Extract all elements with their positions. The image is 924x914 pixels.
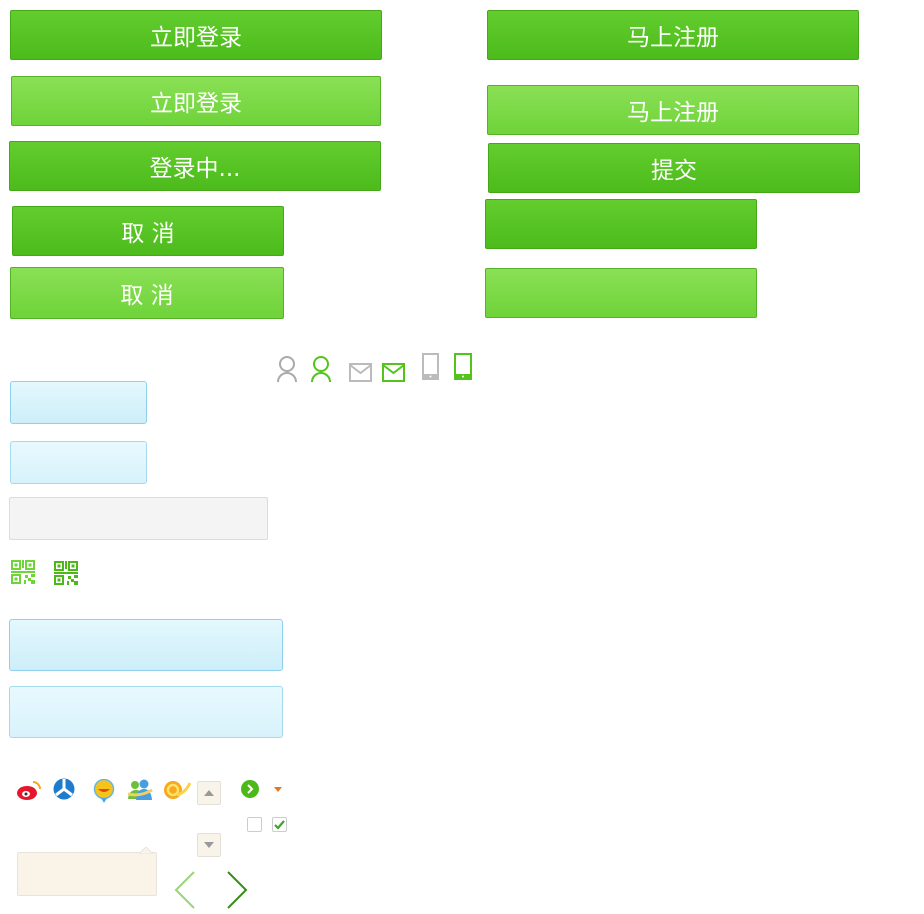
blank-button[interactable] [485, 199, 757, 249]
qq-icon[interactable] [93, 779, 115, 804]
netease-icon[interactable] [163, 779, 191, 801]
check-icon [274, 819, 285, 830]
mail-icon-green [382, 363, 405, 382]
renren-icon[interactable] [127, 779, 153, 801]
input-hover[interactable] [10, 441, 147, 484]
triangle-down-icon [204, 842, 214, 848]
tencent-weibo-icon[interactable] [53, 778, 75, 800]
triangle-up-icon [204, 790, 214, 796]
tooltip-arrow-icon [139, 847, 153, 854]
blank-button-hover[interactable] [485, 268, 757, 318]
login-button-hover[interactable]: 立即登录 [11, 76, 381, 126]
logging-in-button[interactable]: 登录中... [9, 141, 381, 191]
phone-icon-gray [422, 353, 439, 380]
large-input-hover[interactable] [9, 686, 283, 738]
qr-code-icon-light [11, 560, 35, 584]
tooltip-box [17, 852, 157, 896]
input-disabled[interactable] [9, 497, 268, 540]
checkbox-checked[interactable] [272, 817, 287, 832]
checkbox-unchecked[interactable] [247, 817, 262, 832]
input-focused[interactable] [10, 381, 147, 424]
mail-icon-gray [349, 363, 372, 382]
register-button[interactable]: 马上注册 [487, 10, 859, 60]
submit-button[interactable]: 提交 [488, 143, 860, 193]
chevron-right-icon[interactable] [226, 871, 248, 909]
scroll-up-button[interactable] [197, 781, 221, 805]
large-input-focused[interactable] [9, 619, 283, 671]
qr-code-icon-green [54, 561, 78, 585]
phone-icon-green [454, 353, 472, 380]
dropdown-triangle-icon[interactable] [274, 787, 282, 792]
cancel-button[interactable]: 取 消 [12, 206, 284, 256]
user-icon-green [311, 356, 331, 382]
chevron-left-icon[interactable] [174, 871, 196, 909]
cancel-button-hover[interactable]: 取 消 [10, 267, 284, 319]
login-button[interactable]: 立即登录 [10, 10, 382, 60]
scroll-down-button[interactable] [197, 833, 221, 857]
user-icon-gray [277, 356, 297, 382]
arrow-right-circle-icon[interactable] [241, 780, 259, 798]
register-button-hover[interactable]: 马上注册 [487, 85, 859, 135]
weibo-icon[interactable] [16, 778, 42, 802]
